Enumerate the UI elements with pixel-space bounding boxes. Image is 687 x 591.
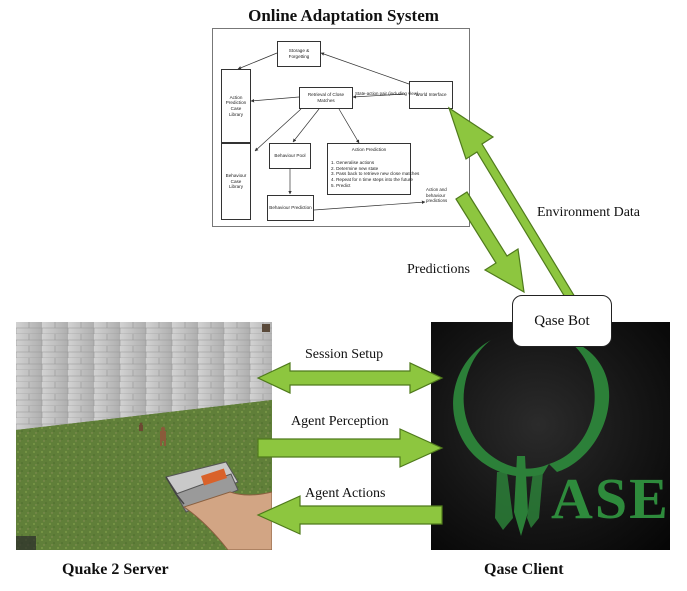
agent-actions-arrow: [256, 495, 443, 535]
system-title: Online Adaptation System: [248, 6, 439, 25]
world-interface-box: World Interface: [409, 81, 453, 109]
agent-perception-label: Agent Perception: [291, 414, 389, 429]
behaviour-case-library-box: Behaviour Case Library: [221, 143, 251, 220]
qase-bot-box: Qase Bot: [512, 295, 612, 347]
retrieval-box: Retrieval of Close Matches: [299, 87, 353, 109]
quake2-server-caption: Quake 2 Server: [62, 561, 169, 578]
storage-forgetting-box: Storage & Forgetting: [277, 41, 321, 67]
qase-client-screenshot: ASE: [431, 322, 670, 550]
behaviour-prediction-box: Behaviour Prediction: [267, 195, 314, 221]
action-prediction-steps: 1. Generalise actions 2. Determine new s…: [331, 160, 419, 189]
behaviour-pool-box: Behaviour Pool: [269, 143, 311, 169]
qase-logo-text: ASE: [551, 466, 670, 531]
action-prediction-step: 3. Pass back to retrieve new close match…: [331, 171, 420, 177]
predictions-arrow: [455, 191, 525, 294]
game-scene-image: [16, 322, 272, 550]
action-prediction-box: Action Prediction 1. Generalise actions …: [327, 143, 419, 195]
qase-client-caption: Qase Client: [484, 561, 564, 578]
environment-data-label: Environment Data: [537, 205, 641, 220]
action-prediction-step: 5. Predict: [331, 182, 351, 188]
agent-perception-arrow: [257, 428, 444, 468]
action-prediction-title: Action Prediction: [351, 147, 387, 152]
quake2-server-screenshot: [16, 322, 272, 550]
flowchart-connectors: [237, 52, 426, 211]
session-setup-arrow: [256, 362, 444, 394]
session-setup-label: Session Setup: [305, 347, 384, 362]
action-behaviour-predictions-label: Action and behaviour predictions: [426, 187, 448, 203]
qase-logo-image: ASE: [453, 338, 670, 536]
action-prediction-step: 2. Determine new state: [331, 165, 379, 171]
action-prediction-step: 4. Repeat for n time steps into the futu…: [331, 177, 413, 183]
action-prediction-case-library-box: Action Prediction Case Library: [221, 69, 251, 143]
action-prediction-step: 1. Generalise actions: [331, 160, 375, 165]
agent-actions-label: Agent Actions: [305, 486, 386, 501]
state-action-pair-label: State-action pair (including view): [355, 91, 419, 96]
predictions-label: Predictions: [407, 262, 470, 277]
environment-data-arrow: [447, 106, 586, 308]
